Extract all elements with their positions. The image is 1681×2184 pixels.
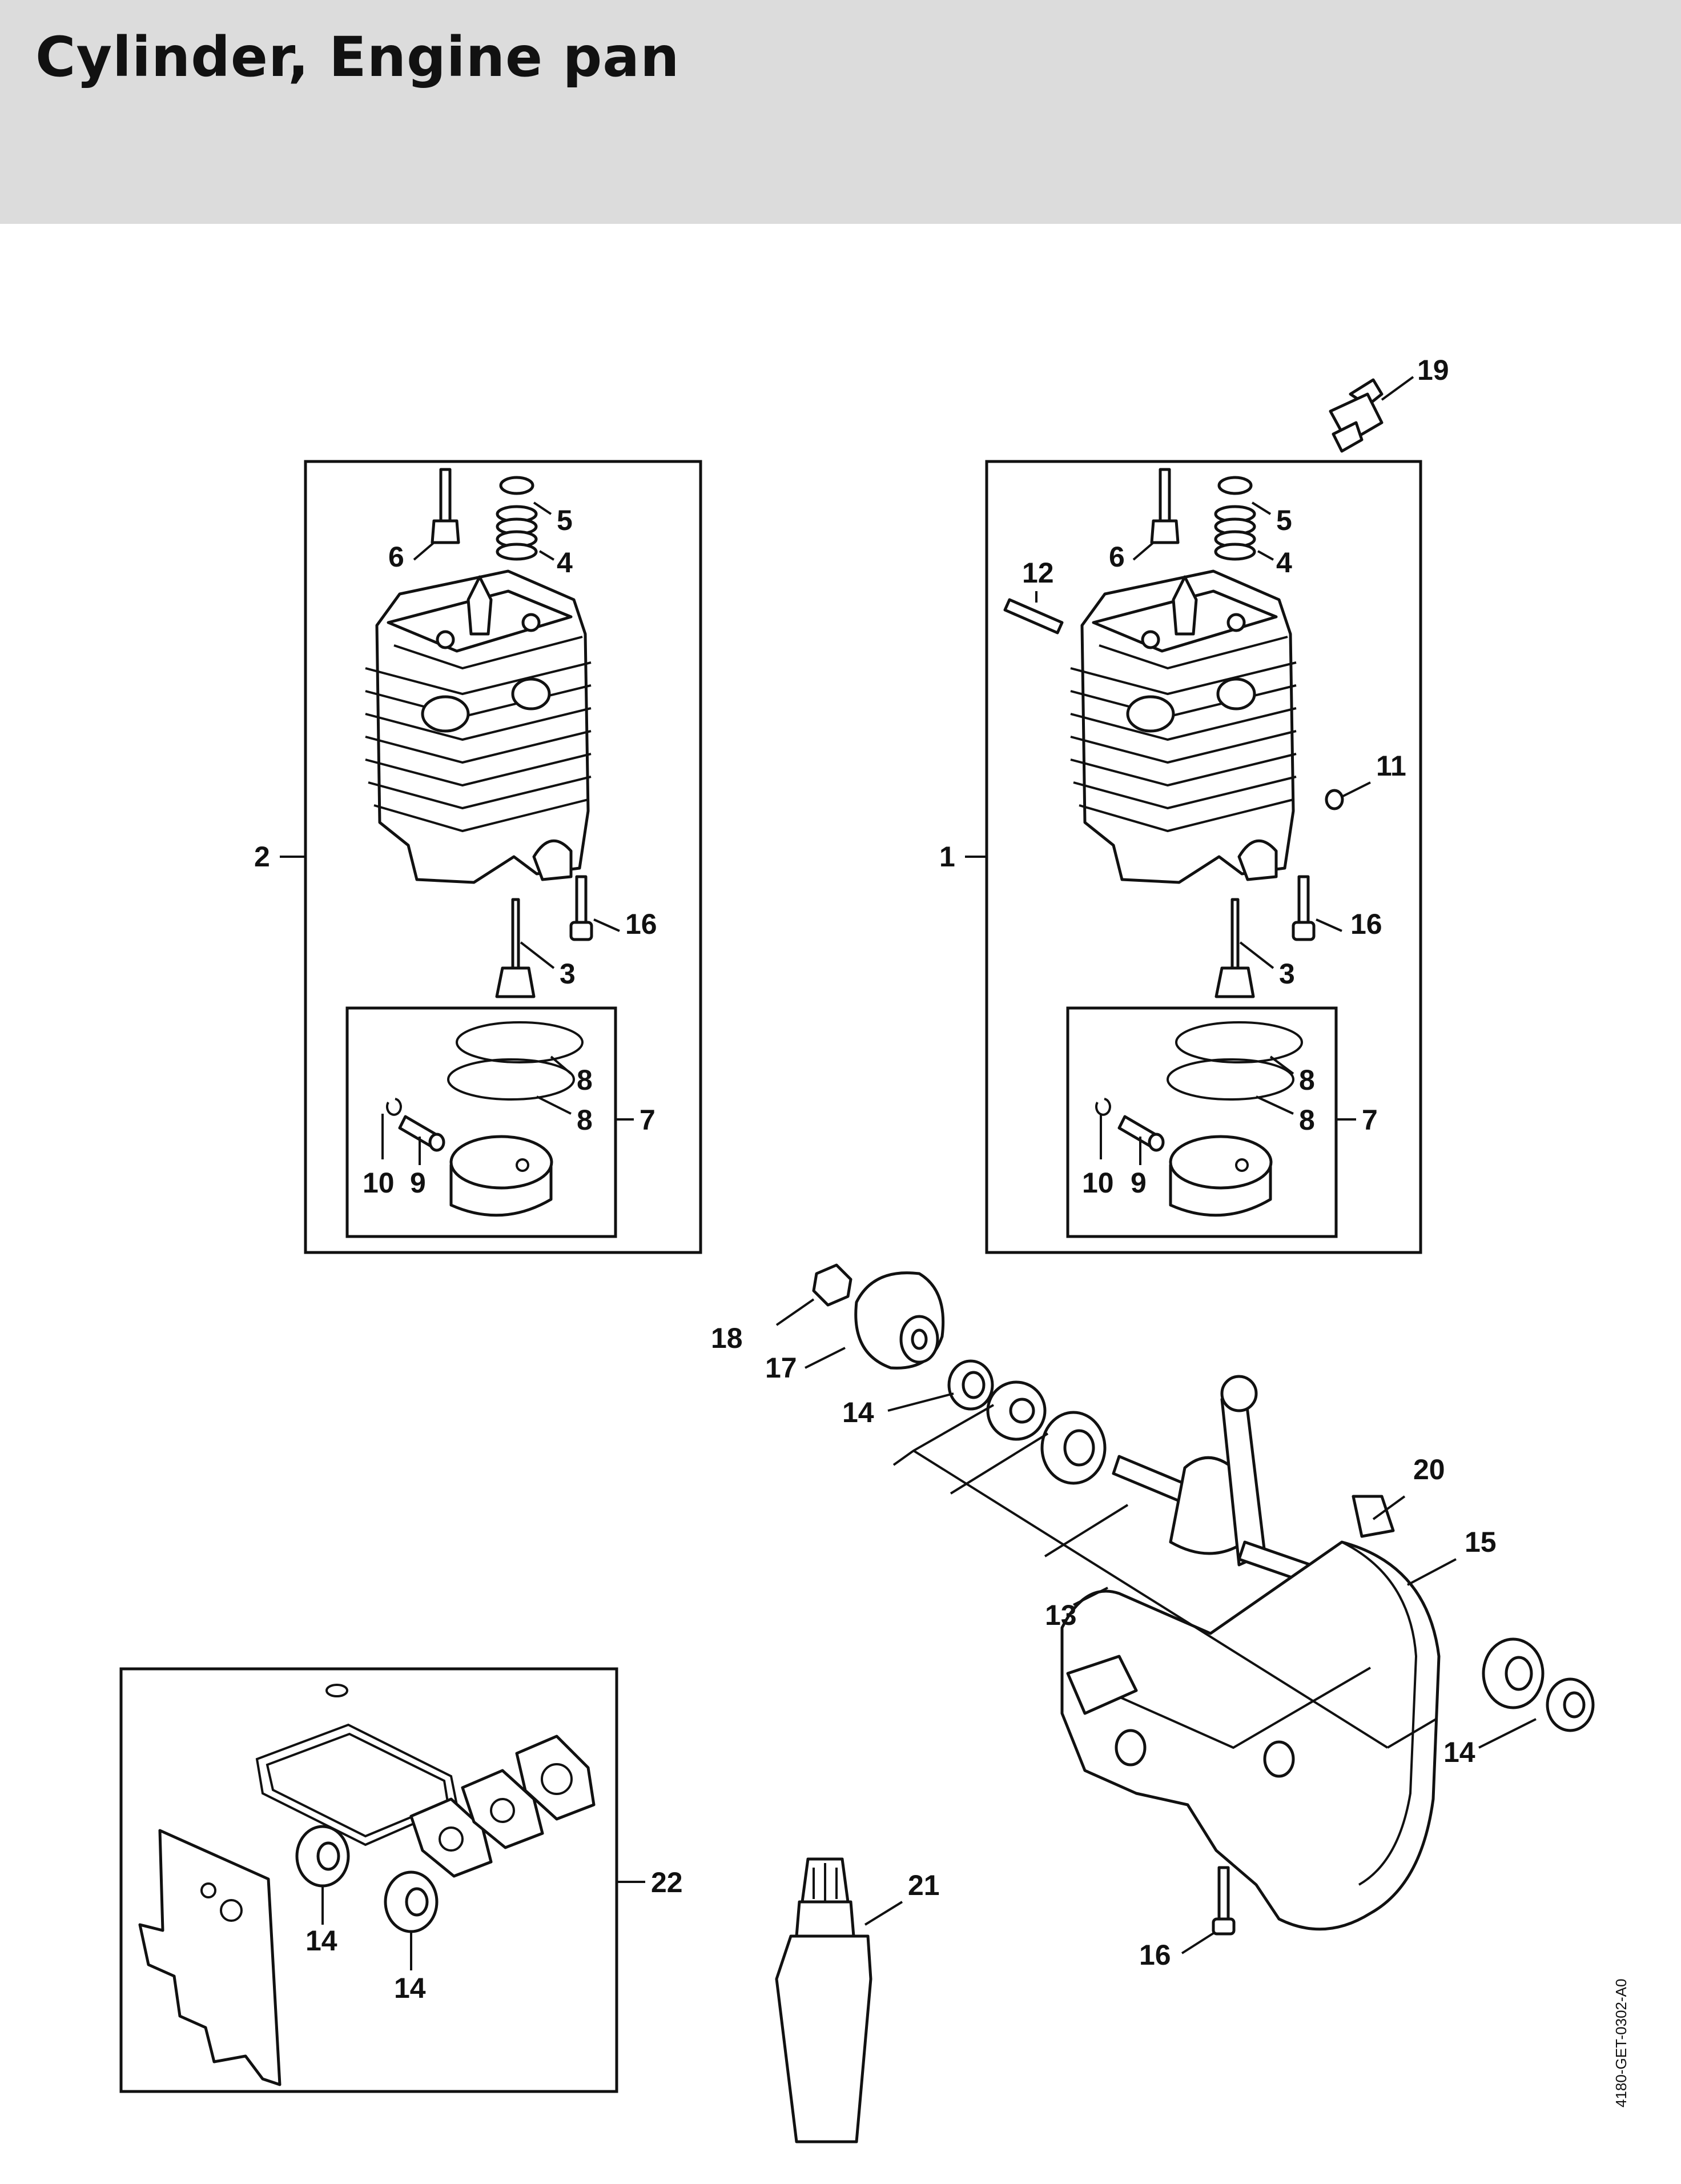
left-piston-frame (345, 1006, 617, 1238)
callout-bearing-a: 14 (842, 1396, 874, 1428)
callout-fan-hub: 17 (765, 1352, 797, 1384)
bearing-b-illustration (1482, 1637, 1595, 1732)
callout-pan-screw: 16 (1139, 1939, 1171, 1971)
left-cylinder-assembly (280, 460, 702, 1254)
reference-code: 4180-GET-0302-A0 (1612, 1979, 1630, 2107)
right-piston-frame (1066, 1006, 1338, 1238)
crankshaft-illustration (1112, 1375, 1321, 1587)
right-pin-illustration (1117, 1115, 1165, 1152)
engine-pan-illustration (1060, 1540, 1441, 1931)
left-valve-illustration (495, 898, 536, 998)
callout-left-clip: 10 (363, 1167, 395, 1199)
right-washer-illustration (1325, 789, 1344, 810)
nut-illustration (812, 1263, 852, 1307)
right-clip-illustration (1095, 1098, 1111, 1116)
callout-right-washer: 11 (1376, 750, 1406, 782)
left-piston-illustration (449, 1135, 553, 1217)
callout-crank-assembly: 13 (1045, 1599, 1077, 1631)
callout-left-valve: 3 (560, 958, 576, 990)
left-ring-2-illustration (447, 1058, 575, 1101)
gear-illustration (986, 1380, 1047, 1441)
right-stud-illustration (1150, 468, 1180, 544)
callout-left-piston: 7 (640, 1104, 655, 1136)
callout-labels: 2 6 5 4 16 3 8 8 7 9 10 1 6 5 4 12 11 16… (254, 354, 1497, 2004)
page-title: Cylinder, Engine pan (35, 25, 680, 89)
callout-set-bearing-a: 14 (305, 1925, 337, 1957)
right-ring-2-illustration (1167, 1058, 1294, 1101)
callout-stop: 20 (1413, 1454, 1445, 1486)
right-rod-illustration (1003, 598, 1064, 635)
callout-left-ring-2: 8 (577, 1104, 593, 1136)
callout-left-stud: 6 (388, 541, 404, 573)
main-bearing-illustration (1040, 1411, 1107, 1485)
left-stud-illustration (431, 468, 460, 544)
bearing-a-illustration (947, 1359, 994, 1411)
callout-right-piston: 7 (1362, 1104, 1378, 1136)
right-piston-illustration (1169, 1135, 1273, 1217)
callout-left-cap: 5 (557, 504, 573, 536)
right-cylinder-assembly (965, 460, 1422, 1254)
callout-right-clip: 10 (1082, 1167, 1114, 1199)
gasket-set-frame (119, 1667, 618, 2093)
callout-right-pin: 9 (1131, 1167, 1147, 1199)
right-cylinder-illustration (1070, 569, 1297, 884)
left-bolt-illustration (569, 875, 593, 941)
left-pin-illustration (398, 1115, 445, 1152)
gasket-set-assembly (119, 1667, 645, 2093)
callout-grease-tube: 21 (908, 1869, 940, 1901)
callout-left-spring: 4 (557, 547, 573, 579)
callout-engine-pan: 15 (1465, 1526, 1497, 1558)
callout-right-ring-2: 8 (1299, 1104, 1315, 1136)
callout-right-assembly: 1 (939, 841, 955, 873)
grease-tube-illustration (775, 1857, 872, 2143)
pan-screw-illustration (1212, 1866, 1236, 1936)
fan-hub-illustration (854, 1271, 945, 1370)
right-ring-1-illustration (1175, 1021, 1303, 1063)
callout-left-assembly: 2 (254, 841, 270, 873)
callout-bearing-b: 14 (1443, 1736, 1475, 1768)
left-cap-illustration (499, 476, 534, 495)
set-bearing-a-illustration (295, 1825, 350, 1888)
right-cap-illustration (1217, 476, 1253, 495)
callout-gasket-set: 22 (651, 1866, 683, 1898)
right-spring-illustration (1214, 505, 1256, 561)
o-ring-illustration (325, 1684, 348, 1697)
left-clip-illustration (385, 1098, 402, 1116)
right-valve-illustration (1214, 898, 1255, 998)
callout-right-cap: 5 (1276, 504, 1292, 536)
callout-right-valve: 3 (1279, 958, 1295, 990)
callout-spark-plug: 19 (1417, 354, 1449, 386)
left-cylinder-illustration (365, 569, 592, 884)
spark-plug-illustration (1329, 378, 1384, 453)
set-bearing-b-illustration (384, 1870, 439, 1933)
callout-right-stud: 6 (1109, 541, 1125, 573)
stop-illustration (1352, 1495, 1395, 1538)
callout-left-pin: 9 (410, 1167, 426, 1199)
callout-left-bolt: 16 (625, 908, 657, 940)
right-bolt-illustration (1292, 875, 1316, 941)
callout-set-bearing-b: 14 (394, 1972, 426, 2004)
callout-left-ring-1: 8 (577, 1064, 593, 1096)
callout-nut: 18 (711, 1322, 743, 1354)
crankcase-assembly (775, 1263, 1595, 1954)
header-bar (0, 0, 1681, 224)
left-ring-1-illustration (456, 1021, 584, 1063)
callout-right-ring-1: 8 (1299, 1064, 1315, 1096)
callout-right-bolt: 16 (1350, 908, 1382, 940)
callout-right-rod: 12 (1022, 557, 1054, 589)
flange-gaskets-illustration (409, 1735, 596, 1878)
callout-right-spring: 4 (1276, 547, 1292, 579)
left-spring-illustration (496, 505, 538, 561)
plate-gasket-illustration (138, 1829, 281, 2086)
